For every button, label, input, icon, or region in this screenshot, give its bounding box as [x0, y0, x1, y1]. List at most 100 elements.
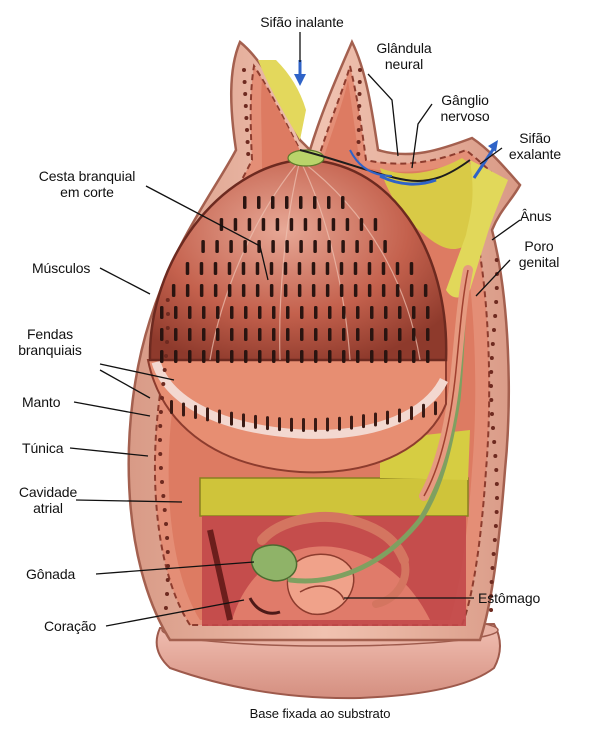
gill-slit [367, 262, 372, 275]
gill-slit [370, 350, 374, 363]
gill-slit [339, 262, 344, 275]
tunic-cell [356, 140, 361, 144]
gill-slit [174, 306, 178, 319]
gill-slit [355, 240, 359, 253]
tunic-cell [243, 92, 248, 96]
gill-slit [160, 306, 164, 319]
tunic-cell [245, 128, 249, 132]
gill-slit [160, 350, 164, 363]
gill-slit [216, 328, 220, 341]
gill-slit [272, 350, 276, 363]
gill-slit [283, 262, 288, 275]
gill-slit [219, 218, 224, 231]
gill-slit [244, 306, 248, 319]
gill-slit [188, 350, 192, 363]
gill-slit [266, 416, 269, 431]
gill-slit [370, 306, 374, 319]
gill-slit [290, 417, 293, 432]
tunic-cell [493, 314, 498, 318]
gill-slit [409, 262, 414, 275]
tunic-cell [158, 466, 163, 470]
gill-slit [422, 403, 425, 418]
gill-slit [328, 350, 332, 363]
tunic-cell [494, 482, 499, 486]
gill-slit [283, 284, 288, 297]
tunic-cell [490, 566, 495, 570]
tunic-cell [158, 438, 163, 442]
gill-slit [243, 240, 247, 253]
tunic-cell [159, 396, 164, 400]
gill-slit [297, 262, 302, 275]
gill-slit [227, 262, 232, 275]
tunic-cell [242, 80, 247, 84]
gill-slit [182, 402, 185, 417]
branchial-basket [148, 158, 448, 432]
gill-slit [206, 407, 209, 422]
gill-slit [327, 196, 331, 209]
gill-slit [342, 328, 346, 341]
tunic-cell [489, 594, 494, 598]
gill-slit [331, 218, 336, 231]
tunic-cell [493, 454, 498, 458]
gill-slit [233, 218, 238, 231]
label-fendas-branquiais: Fendas branquiais [18, 326, 82, 358]
gill-slit [202, 350, 206, 363]
leader-lines [69, 32, 521, 627]
gill-slit [297, 284, 302, 297]
gill-slit [362, 414, 365, 429]
tunic-cell [494, 258, 499, 262]
tunic-cell [491, 552, 496, 556]
tunic-cell [165, 592, 170, 596]
tunic-cell [160, 480, 165, 484]
tunic-cell [494, 286, 499, 290]
gill-slit [328, 306, 332, 319]
gill-slit [286, 306, 290, 319]
gill-slit [255, 262, 260, 275]
gill-slit [341, 240, 345, 253]
gill-slit [398, 306, 402, 319]
gill-slit [412, 306, 416, 319]
tunic-cell [489, 412, 494, 416]
gill-slit [373, 218, 378, 231]
tunic-cell [489, 384, 494, 388]
gill-slit [338, 416, 341, 431]
gill-slit [328, 328, 332, 341]
gill-slit [275, 218, 280, 231]
gill-slit [278, 417, 281, 432]
tunic-cell [489, 398, 494, 402]
gill-slit [230, 350, 234, 363]
gill-slit [213, 262, 218, 275]
gill-slit [384, 350, 388, 363]
gill-slit [339, 284, 344, 297]
gill-slit [356, 328, 360, 341]
gill-slit [215, 240, 219, 253]
gill-slit [254, 414, 257, 429]
gill-slit [247, 218, 252, 231]
label-poro-genital: Poro genital [518, 238, 560, 270]
gill-slit [241, 284, 246, 297]
label-anus: Ânus [520, 208, 552, 224]
gill-slit [325, 284, 330, 297]
gill-slit [227, 284, 232, 297]
tunic-cell [491, 426, 496, 430]
label-tunica: Túnica [22, 440, 64, 456]
gill-slit [353, 284, 358, 297]
gill-slit [202, 328, 206, 341]
tunic-cell [489, 356, 494, 360]
tunic-cell [162, 368, 167, 372]
gill-slit [300, 350, 304, 363]
gill-slit [409, 284, 414, 297]
label-sifao-exalante: Sifão exalante [508, 130, 562, 162]
tunic-cell [492, 538, 497, 542]
gill-slit [171, 284, 176, 297]
gill-slit [213, 284, 218, 297]
tunic-cell [494, 510, 499, 514]
gill-slit [216, 350, 220, 363]
tunic-cell [357, 92, 362, 96]
gill-slit [398, 350, 402, 363]
gill-slit [216, 306, 220, 319]
gill-slit [398, 328, 402, 341]
gill-slit [242, 413, 245, 428]
